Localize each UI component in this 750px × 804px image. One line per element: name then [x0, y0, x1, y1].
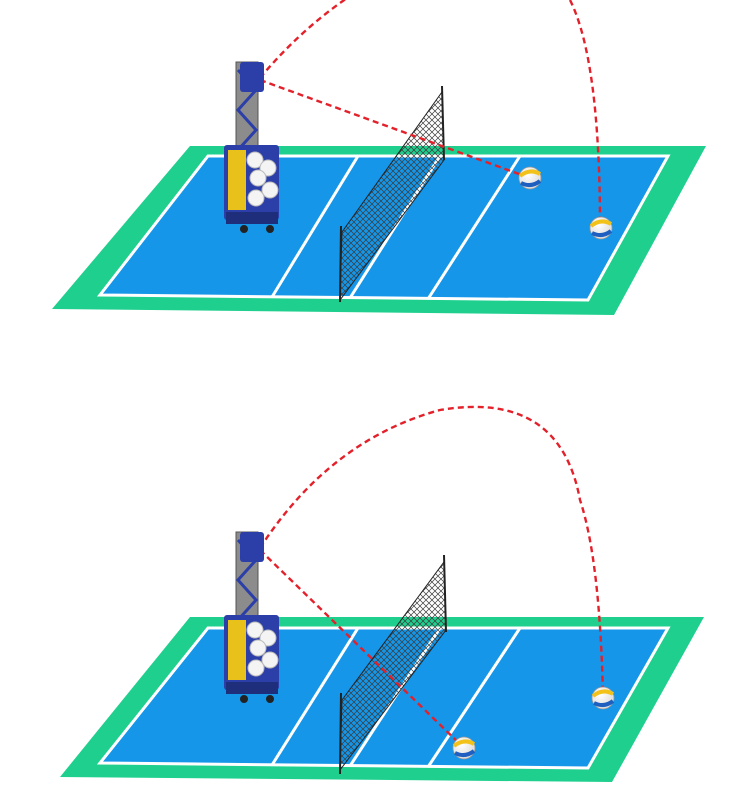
volleyball-2-bottom: [591, 686, 615, 710]
volleyball-2-top: [589, 216, 613, 240]
volleyball-machine-bottom: [224, 531, 279, 703]
net-bottom: [339, 554, 447, 775]
volleyball-machine-top: [224, 61, 279, 233]
volleyball-1-top: [518, 166, 542, 190]
trajectory-top: [259, 0, 602, 229]
scene-bottom: [60, 405, 704, 782]
trajectory-bottom: [258, 405, 605, 749]
scene-top: [52, 0, 706, 315]
volleyball-1-bottom: [452, 736, 476, 760]
